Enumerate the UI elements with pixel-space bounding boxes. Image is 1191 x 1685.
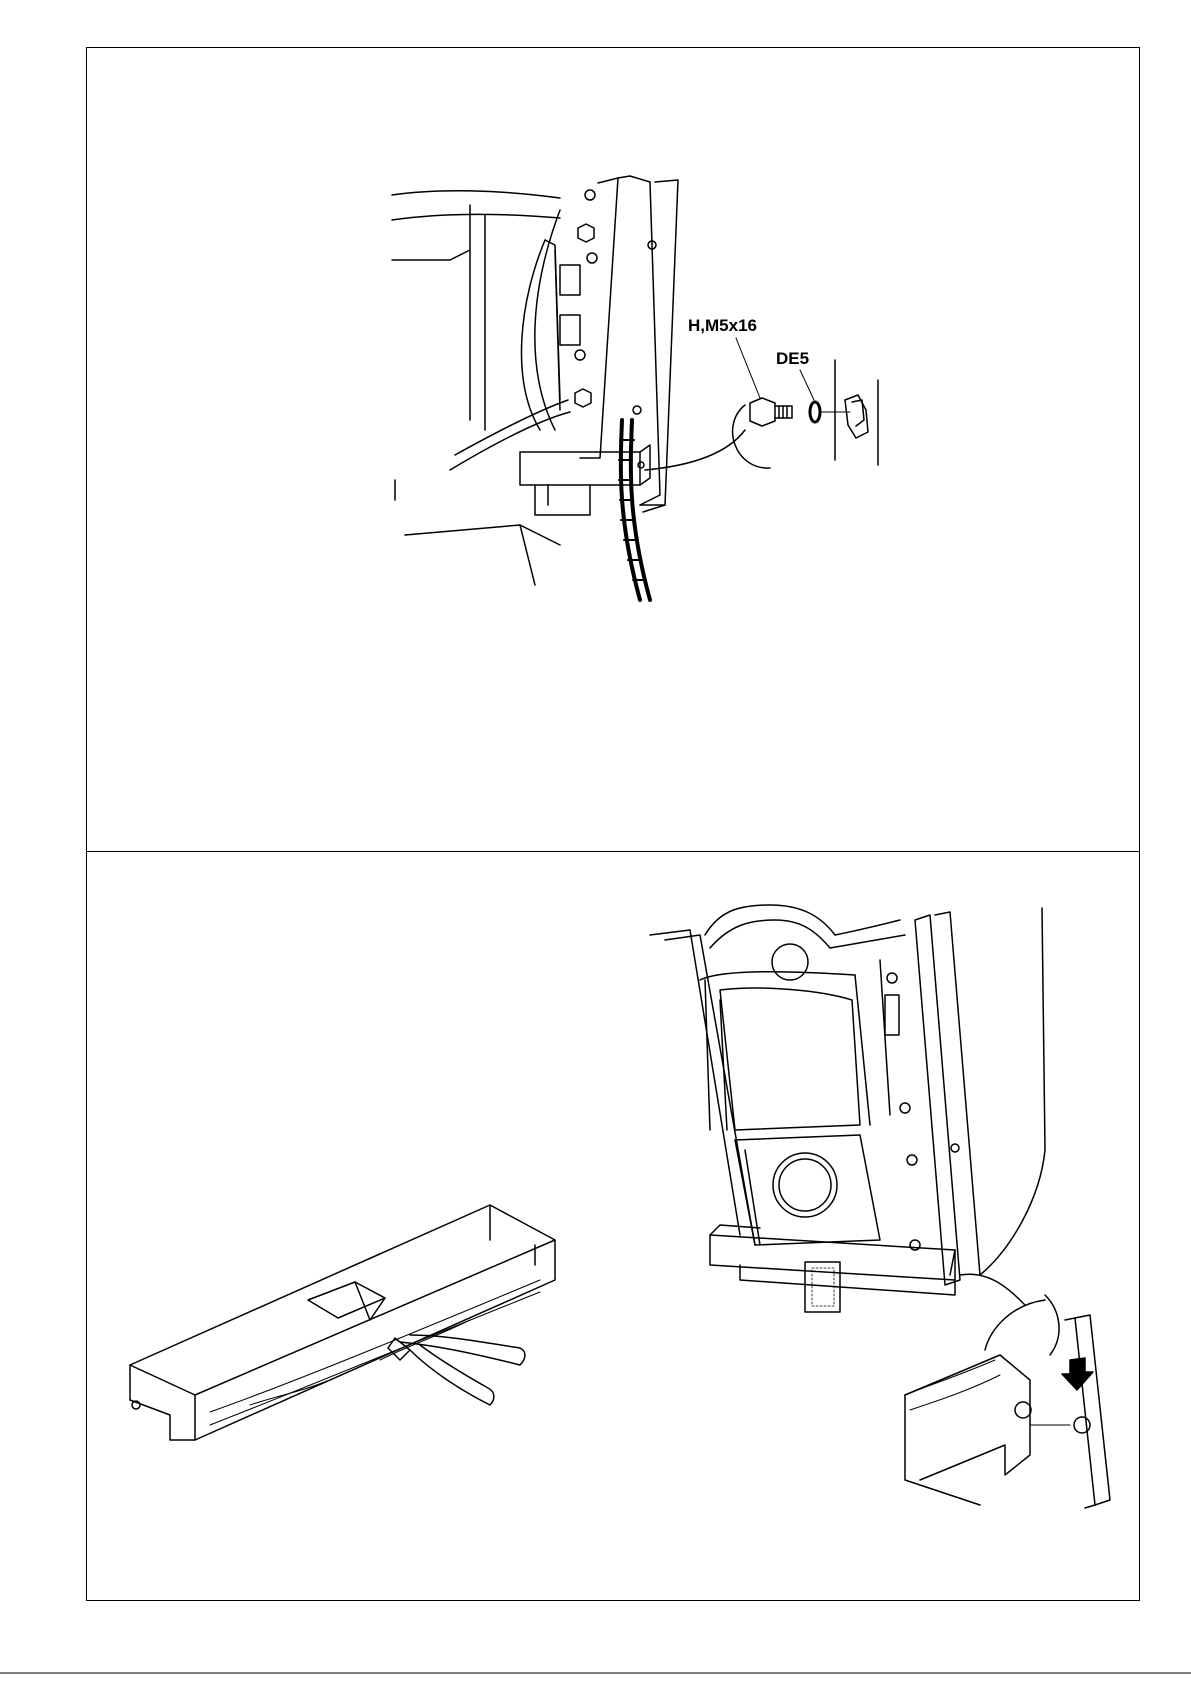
- nut-lower-icon: [575, 389, 591, 407]
- washer-callout-label: DE5: [776, 349, 809, 369]
- stove-front-drawing: [650, 905, 1110, 1508]
- plinth-cutting-drawing: [130, 1205, 555, 1440]
- nut-upper-icon: [578, 224, 594, 242]
- bolt-head-icon: [750, 398, 775, 426]
- top-stove-side-drawing: [392, 176, 878, 600]
- pliers-icon: [400, 1335, 525, 1365]
- bolt-callout-label: H,M5x16: [688, 316, 757, 336]
- washer-icon: [810, 402, 820, 422]
- down-arrow-icon: [1062, 1358, 1093, 1390]
